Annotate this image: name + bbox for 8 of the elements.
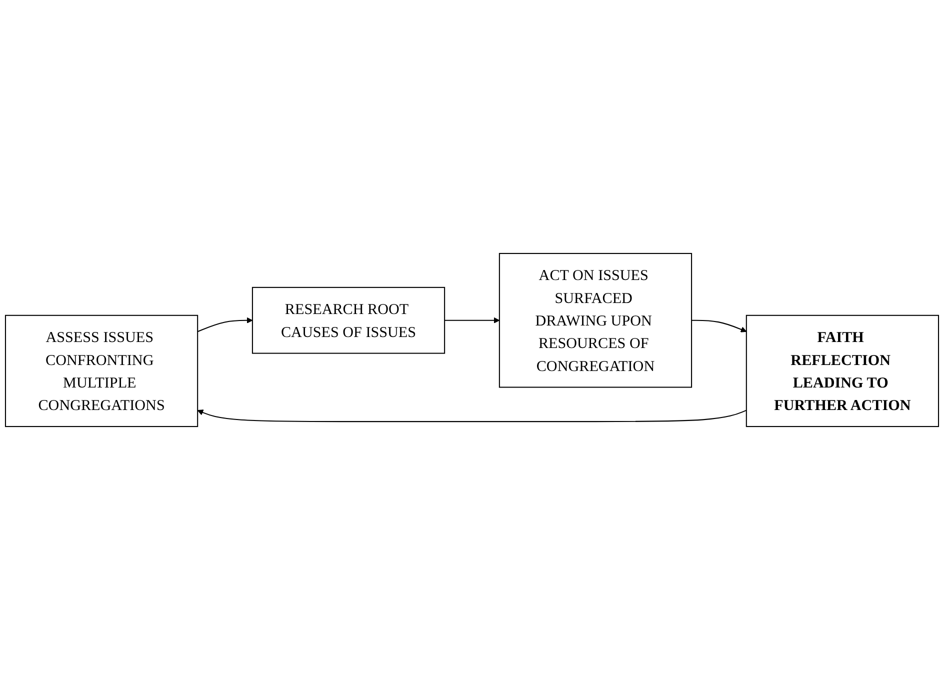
arrow bbox=[444, 317, 500, 324]
arrow bbox=[197, 410, 747, 422]
arrow bbox=[197, 317, 253, 332]
node-box: FAITH REFLECTION LEADING TO FURTHER ACTION bbox=[746, 314, 940, 428]
arrow bbox=[692, 320, 747, 332]
node-box: ACT ON ISSUES SURFACED DRAWING UPON RESOURCES OF CONGREGATION bbox=[498, 252, 692, 388]
node-box: ASSESS ISSUES CONFRONTING MULTIPLE CONGREGATIONS bbox=[4, 314, 198, 428]
node-box: RESEARCH ROOT CAUSES OF ISSUES bbox=[252, 286, 446, 354]
